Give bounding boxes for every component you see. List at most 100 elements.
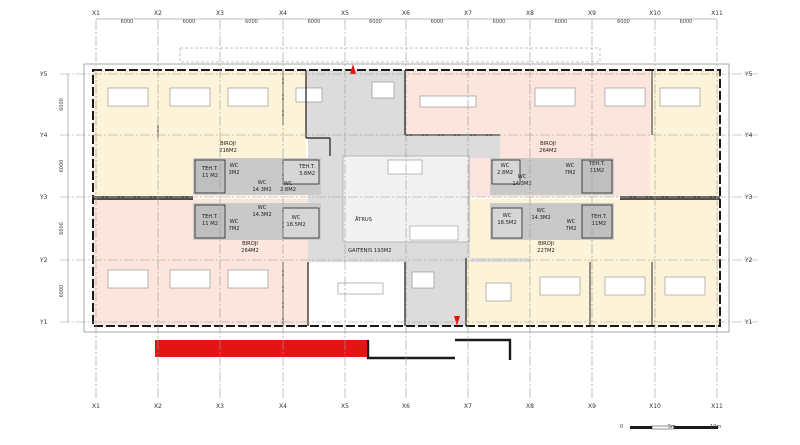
dimension-y: 6000 (59, 285, 65, 298)
room-teh-nw2: TEH.T. (298, 164, 315, 170)
grid-label-bottom: X9 (588, 403, 596, 410)
room-wc-se2-area: 14.3M2 (531, 215, 550, 221)
room-wc-se1-area: 18.5M2 (497, 220, 516, 226)
scale-label-10m: 10m (710, 424, 721, 430)
red-annex-bar (155, 340, 367, 357)
grid-label-bottom: X11 (711, 403, 723, 410)
grid-label-top: X10 (649, 10, 661, 17)
grid-label-right: Y4 (744, 132, 753, 139)
stair-south (409, 225, 459, 241)
room-wc-nw3: WC (284, 181, 293, 187)
roof-overhang (179, 47, 601, 63)
desk-cluster (107, 269, 149, 289)
grid-label-right: Y5 (744, 71, 753, 78)
core-ne-room1 (581, 159, 613, 194)
room-wc-se2: WC (537, 208, 546, 214)
room-wc-sw2: WC (258, 205, 267, 211)
dimension-x: 6000 (555, 19, 568, 25)
room-teh-nw-area: 11 M2 (202, 173, 218, 179)
room-gaitenis: GAITENIS 193M2 (348, 248, 392, 254)
room-teh-nw: TEH.T. (201, 166, 218, 172)
room-wc-se3: WC (567, 219, 576, 225)
desk-cluster (664, 276, 706, 296)
grid-label-top: X7 (464, 10, 472, 17)
desk-cluster (227, 87, 269, 107)
desk-cluster (227, 269, 269, 289)
scale-label-5m: 5m (668, 424, 676, 430)
room-teh-ne: TEH.T. (588, 161, 605, 167)
room-wc-ne2-area: 14.3M2 (512, 181, 531, 187)
grid-label-bottom: X7 (464, 403, 472, 410)
grid-label-bottom: X4 (279, 403, 287, 410)
grid-label-left: Y5 (39, 71, 48, 78)
grid-label-top: X5 (341, 10, 349, 17)
room-wc-nw1: WC (230, 163, 239, 169)
room-wc-ne3-area: 7M2 (564, 170, 575, 176)
room-wc-ne3: WC (566, 163, 575, 169)
dimension-x: 6000 (308, 19, 321, 25)
meeting-table (295, 87, 323, 103)
grid-label-left: Y4 (39, 132, 48, 139)
sofa (371, 81, 395, 99)
grid-label-bottom: X8 (526, 403, 534, 410)
scale-bar: 0 5m 10m (620, 424, 721, 430)
sofa (411, 271, 435, 289)
grid-label-left: Y1 (39, 319, 48, 326)
grid-label-top: X9 (588, 10, 596, 17)
exterior-walls (83, 47, 730, 360)
core-ne-wc (491, 159, 521, 185)
grid-label-right: Y1 (744, 319, 753, 326)
grid-label-bottom: X1 (92, 403, 100, 410)
dimension-y: 6000 (59, 222, 65, 235)
furniture (107, 81, 706, 302)
grid-label-top: X11 (711, 10, 723, 17)
facade-outline (92, 69, 721, 327)
room-wc-nw3-area: 2.8M2 (280, 187, 296, 193)
desk-cluster (604, 87, 646, 107)
desk-cluster (169, 87, 211, 107)
grid-label-top: X4 (279, 10, 287, 17)
room-atrus: ĀTRUS (355, 216, 372, 223)
room-wc-ne2: WC (518, 174, 527, 180)
scale-segment (674, 426, 718, 429)
room-teh-sw-area: 11 M2 (202, 221, 218, 227)
grid-label-top: X3 (216, 10, 224, 17)
grid-label-bottom: X6 (402, 403, 410, 410)
room-wc-se1: WC (503, 213, 512, 219)
dimension-y: 6000 (59, 160, 65, 173)
meeting-table (419, 95, 477, 108)
grid-label-left: Y2 (39, 257, 48, 264)
core-se-room1 (581, 204, 613, 239)
entrance-steps (366, 338, 512, 360)
room-wc-sw3-area: 18.5M2 (286, 222, 305, 228)
grid-label-bottom: X2 (154, 403, 162, 410)
desk-cluster (534, 87, 576, 107)
dimension-x: 6000 (493, 19, 506, 25)
dimension-x: 6000 (680, 19, 693, 25)
dimension-x: 6000 (245, 19, 258, 25)
lounge-chairs (387, 159, 423, 175)
grid-label-bottom: X10 (649, 403, 661, 410)
dimension-x: 6000 (431, 19, 444, 25)
room-wc-sw1-area: 7M2 (228, 226, 239, 232)
room-teh-sw: TEH.T. (201, 214, 218, 220)
grid-label-left: Y3 (39, 194, 48, 201)
room-wc-se3-area: 7M2 (565, 226, 576, 232)
room-wc-nw2-area: 14.3M2 (252, 187, 271, 193)
dimension-x: 6000 (369, 19, 382, 25)
room-wc-ne1: WC (501, 163, 510, 169)
room-wc-nw1-area: 3M2 (228, 170, 239, 176)
scale-label-0: 0 (620, 424, 623, 430)
dimension-x: 6000 (121, 19, 134, 25)
grid-label-top: X1 (92, 10, 100, 17)
desk-cluster (659, 87, 701, 107)
room-wc-sw3: WC (292, 215, 301, 221)
core-se-wc (491, 207, 523, 239)
scale-segment (630, 426, 652, 429)
desk-cluster (539, 276, 581, 296)
